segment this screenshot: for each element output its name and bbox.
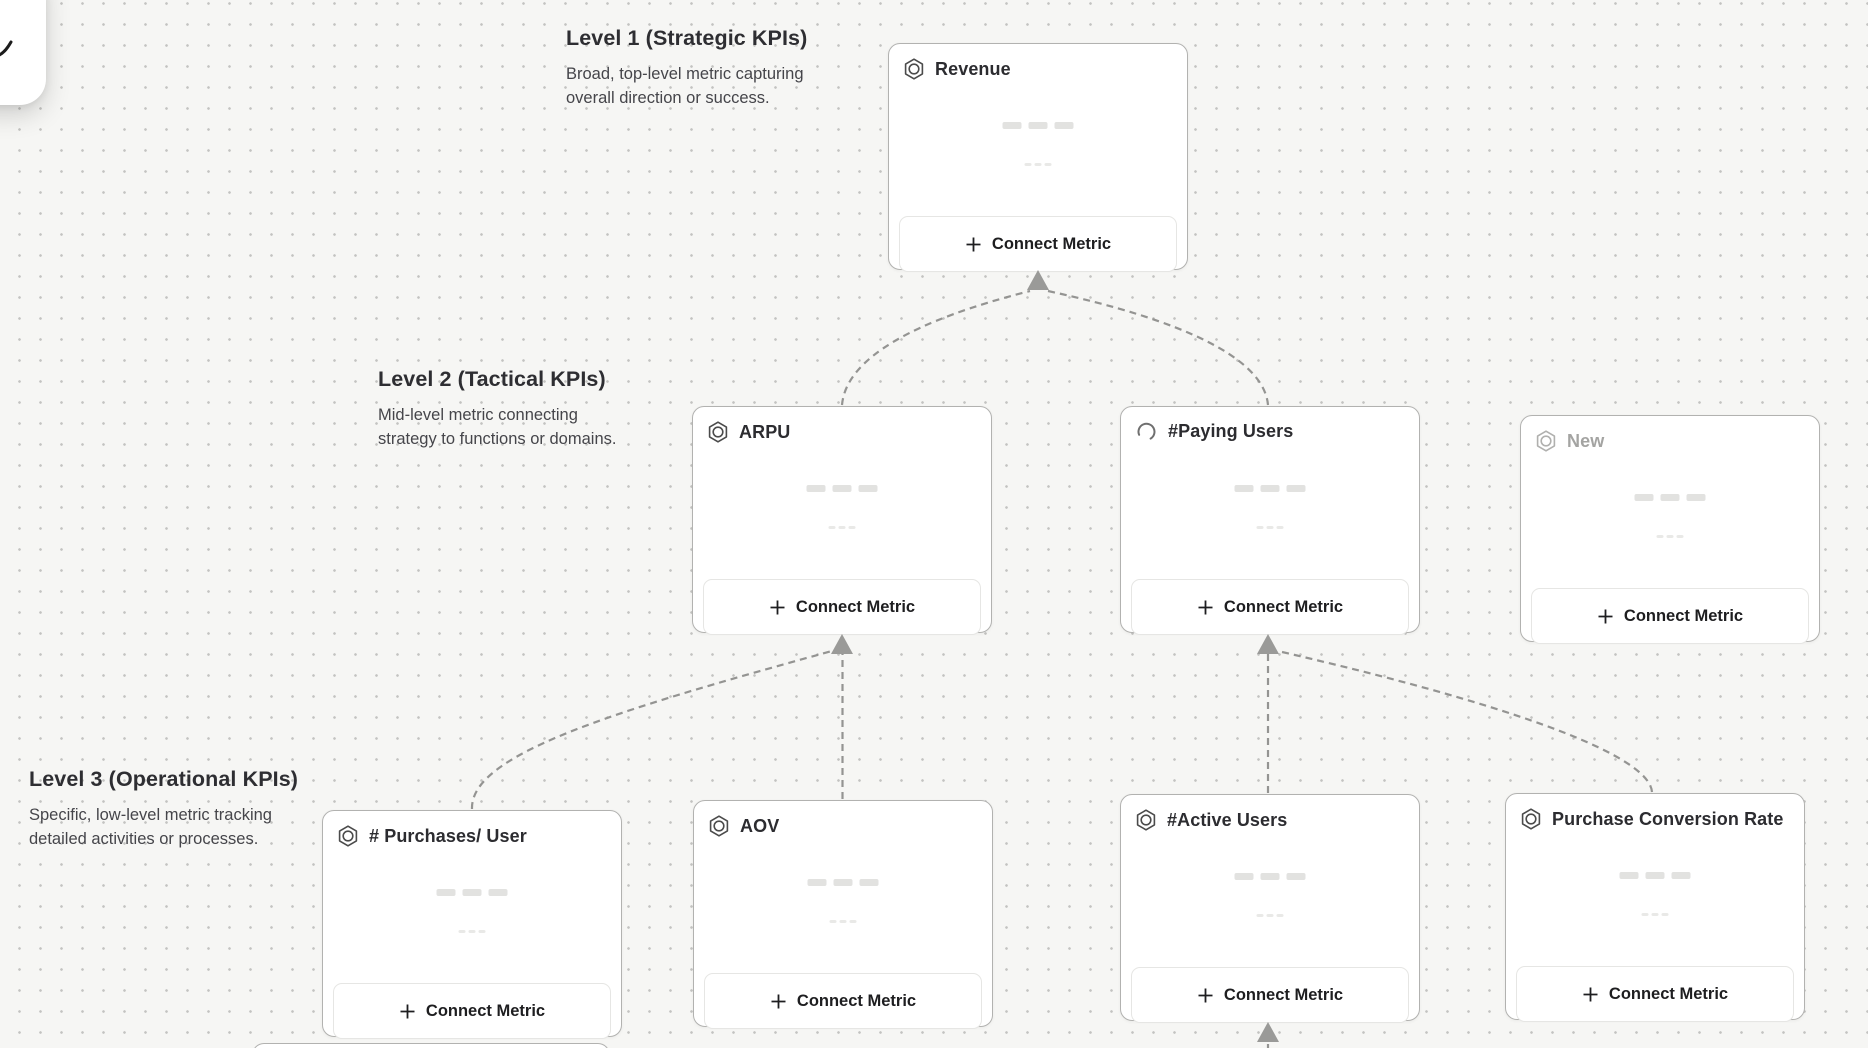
skeleton-placeholder-bars	[1002, 122, 1074, 129]
connect-metric-label: Connect Metric	[796, 991, 917, 1010]
plus-icon	[1197, 599, 1214, 616]
edge-arpu-to-revenue	[840, 289, 1031, 406]
metric-title: Purchase Conversion Rate	[1552, 808, 1784, 829]
metric-card[interactable]: AOV Connect Metric	[693, 800, 993, 1029]
section-description: Mid-level metric connecting strategy to …	[378, 406, 617, 448]
skeleton-placeholder-bars	[806, 485, 878, 492]
hexagon-badge-icon	[709, 815, 729, 837]
connect-metric-button[interactable]: Connect Metric	[1531, 588, 1809, 644]
hexagon-badge-icon	[904, 58, 924, 80]
section-header-level3: Level 3 (Operational KPIs) Specific, low…	[29, 767, 298, 851]
plus-icon	[399, 1003, 416, 1020]
metric-title: #Active Users	[1167, 809, 1288, 830]
arrowhead-into-arpu	[831, 634, 853, 654]
metric-title: New	[1567, 430, 1605, 451]
metric-card-header: ARPU	[693, 407, 991, 443]
metric-card[interactable]: ARPU Connect Metric	[692, 406, 992, 635]
plus-icon	[1597, 608, 1614, 625]
hexagon-badge-icon	[1521, 808, 1541, 830]
skeleton-placeholder-dashes	[829, 920, 857, 923]
metric-title: AOV	[740, 815, 780, 836]
section-description: Specific, low-level metric tracking deta…	[29, 806, 272, 848]
metric-card-header: Purchase Conversion Rate	[1506, 794, 1804, 830]
skeleton-placeholder-bars	[1634, 494, 1706, 501]
metric-title: ARPU	[739, 421, 791, 442]
edge-purchases-to-arpu	[470, 649, 833, 810]
skeleton-placeholder-bars	[807, 879, 879, 886]
connect-metric-label: Connect Metric	[991, 234, 1112, 253]
connect-metric-label: Connect Metric	[1223, 985, 1344, 1004]
connect-metric-label: Connect Metric	[795, 597, 916, 616]
skeleton-placeholder-dashes	[1656, 535, 1684, 538]
metric-card-header: New	[1521, 416, 1819, 452]
connect-metric-label: Connect Metric	[425, 1001, 546, 1020]
plus-icon	[1197, 987, 1214, 1004]
hexagon-badge-icon	[1136, 809, 1156, 831]
connect-metric-button[interactable]: Connect Metric	[333, 983, 611, 1039]
offscreen-card-bottom[interactable]	[252, 1043, 610, 1048]
skeleton-placeholder-dashes	[828, 526, 856, 529]
plus-icon	[1582, 986, 1599, 1003]
connect-metric-button[interactable]: Connect Metric	[1516, 966, 1794, 1022]
drawn-stroke-fragment	[0, 40, 13, 57]
metric-card-header: #Paying Users	[1121, 407, 1419, 442]
skeleton-placeholder-dashes	[1256, 914, 1284, 917]
hexagon-badge-icon	[708, 421, 728, 443]
section-title: Level 3 (Operational KPIs)	[29, 767, 299, 791]
connect-metric-label: Connect Metric	[1623, 606, 1744, 625]
metric-card[interactable]: # Purchases/ User Connect Metric	[322, 810, 622, 1039]
skeleton-placeholder-bars	[436, 889, 508, 896]
arrowhead-into-activeusers	[1257, 1022, 1279, 1042]
metric-card[interactable]: New Connect Metric	[1520, 415, 1820, 644]
skeleton-placeholder-dashes	[458, 930, 486, 933]
skeleton-placeholder-dashes	[1024, 163, 1052, 166]
connect-metric-button[interactable]: Connect Metric	[704, 973, 982, 1029]
connect-metric-button[interactable]: Connect Metric	[899, 216, 1177, 272]
metric-card[interactable]: #Paying Users Connect Metric	[1120, 406, 1420, 635]
arrowhead-into-revenue	[1027, 270, 1049, 290]
section-title: Level 1 (Strategic KPIs)	[566, 26, 808, 50]
section-title: Level 2 (Tactical KPIs)	[378, 367, 606, 391]
skeleton-placeholder-dashes	[1256, 526, 1284, 529]
metric-card-header: #Active Users	[1121, 795, 1419, 831]
skeleton-placeholder-dashes	[1641, 913, 1669, 916]
metric-card[interactable]: Revenue Connect Metric	[888, 43, 1188, 272]
connect-metric-label: Connect Metric	[1608, 984, 1729, 1003]
plus-icon	[769, 599, 786, 616]
metric-card[interactable]: #Active Users Connect Metric	[1120, 794, 1420, 1023]
metric-title: Revenue	[935, 58, 1011, 79]
hexagon-badge-icon	[1536, 430, 1556, 452]
plus-icon	[965, 236, 982, 253]
offscreen-card-top-left[interactable]	[0, 0, 46, 105]
metric-card-header: Revenue	[889, 44, 1187, 80]
connect-metric-button[interactable]: Connect Metric	[703, 579, 981, 635]
section-description: Broad, top-level metric capturing overal…	[566, 65, 804, 107]
metric-card-header: # Purchases/ User	[323, 811, 621, 847]
metric-card-header: AOV	[694, 801, 992, 837]
arrowhead-into-payingusers	[1257, 634, 1279, 654]
skeleton-placeholder-bars	[1234, 873, 1306, 880]
plus-icon	[770, 993, 787, 1010]
connect-metric-label: Connect Metric	[1223, 597, 1344, 616]
spinner-icon	[1136, 421, 1157, 442]
edge-pcr-to-payingusers	[1281, 650, 1654, 793]
section-header-level1: Level 1 (Strategic KPIs) Broad, top-leve…	[566, 26, 807, 110]
hexagon-badge-icon	[338, 825, 358, 847]
connect-metric-button[interactable]: Connect Metric	[1131, 967, 1409, 1023]
connect-metric-button[interactable]: Connect Metric	[1131, 579, 1409, 635]
edge-payingusers-to-revenue	[1047, 289, 1270, 406]
skeleton-placeholder-bars	[1234, 485, 1306, 492]
metric-card[interactable]: Purchase Conversion Rate Connect Metric	[1505, 793, 1805, 1022]
skeleton-placeholder-bars	[1619, 872, 1691, 879]
metric-title: #Paying Users	[1168, 421, 1294, 441]
section-header-level2: Level 2 (Tactical KPIs) Mid-level metric…	[378, 367, 616, 451]
metric-title: # Purchases/ User	[369, 825, 527, 846]
